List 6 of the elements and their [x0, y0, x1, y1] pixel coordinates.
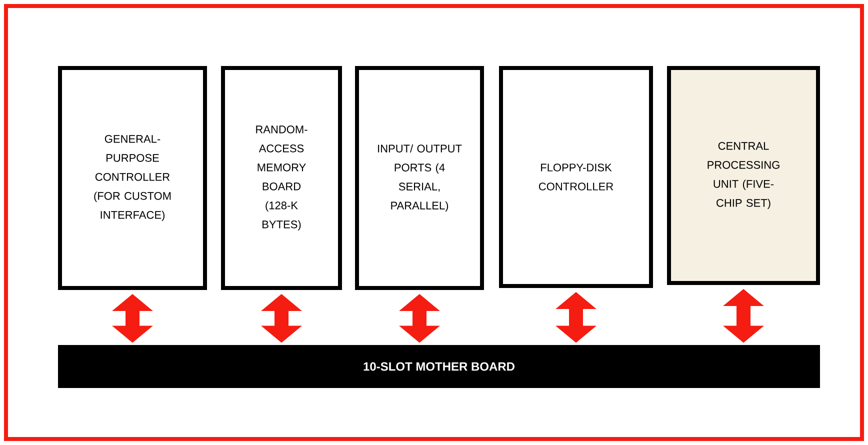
module-box: INPUT/ OUTPUT PORTS (4 SERIAL, PARALLEL)	[355, 66, 484, 290]
module-box: GENERAL-PURPOSE CONTROLLER (FOR CUSTOM INTERFACE)	[58, 66, 207, 290]
module-box: FLOPPY-DISK CONTROLLER	[499, 66, 653, 288]
mother-board-bar: 10-SLOT MOTHER BOARD	[58, 345, 820, 388]
module-box: RANDOM-ACCESS MEMORY BOARD (128-K BYTES)	[221, 66, 342, 290]
module-box: CENTRAL PROCESSING UNIT (FIVE-CHIP SET)	[667, 66, 820, 285]
